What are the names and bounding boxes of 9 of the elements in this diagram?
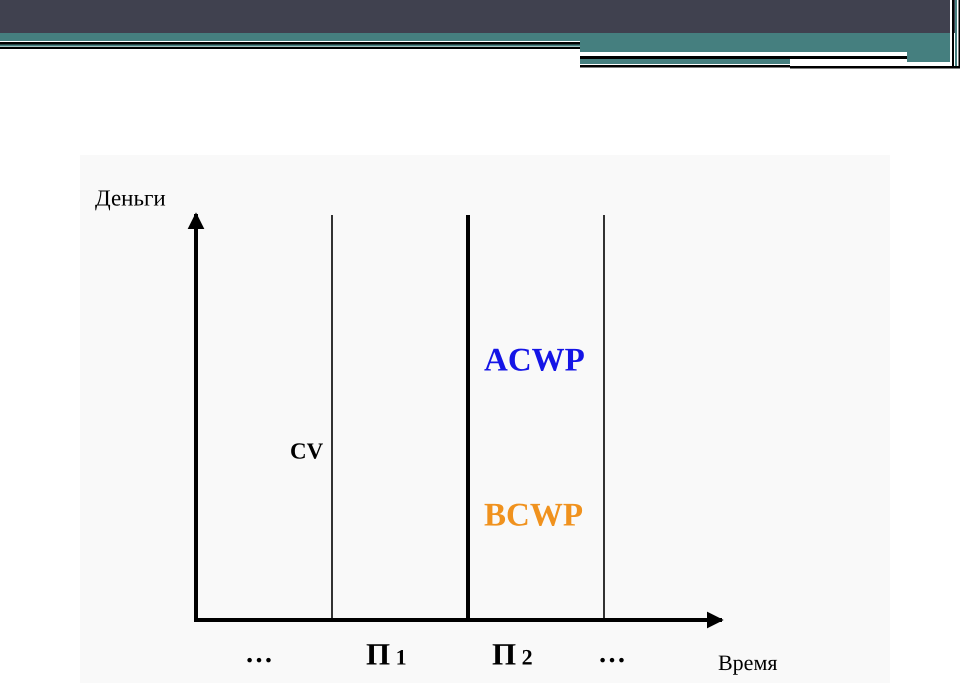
- series-label: ACWP: [484, 344, 585, 378]
- axis-title: Время: [718, 652, 778, 674]
- period-label: П 2: [492, 638, 533, 670]
- series-label: BCWP: [484, 500, 583, 532]
- axis-title: Деньги: [95, 186, 166, 210]
- period-label: …: [245, 640, 273, 668]
- period-label: …: [598, 640, 626, 668]
- period-label: П 1: [366, 638, 407, 670]
- variance-label: CV: [290, 440, 324, 462]
